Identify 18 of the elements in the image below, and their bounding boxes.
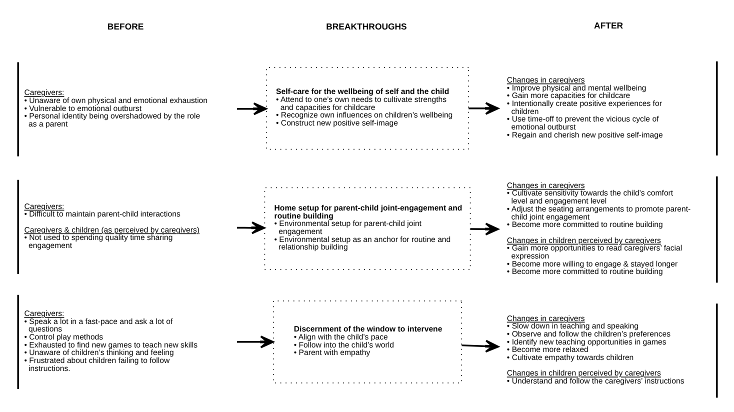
node-box: Self-care for the wellbeing of self and the child • Attend to one’s own needs to cultivate strengths and capacities for childcare • Recognize own influences on children’s wellbeing • Construct new positive self-image	[266, 67, 468, 150]
arrow	[236, 221, 265, 234]
node-box: Home setup for parent-child joint-engagement and routine building • Environmental setup for parent-child joint engagement • Environmental setup as an anchor for routine and relationship building	[264, 187, 470, 270]
node-box: Discernment of the window to intervene • Align with the child’s pace • Follow into the child’s world • Parent with empathy	[272, 300, 462, 384]
node-text: Caregivers: • Speak a lot in a fast-pace and ask a lot of questions • Control play methods • Exhausted to find new games to teach new skills • Unaware of children’s thinking and feeling • Frustrated about children failing to follow instructions.	[24, 308, 198, 373]
arrow	[461, 340, 499, 353]
label: AFTER	[594, 20, 623, 31]
node-text: Changes in caregivers • Cultivate sensitivity towards the child’s comfort level and engagement level • Adjust the seating arrangements to promote parent-child joint engagement • Become more committed to routine building Changes in children perceived by caregivers • Gain more opportunities to read caregivers’ facial expression • Become more willing to engage & stayed longer • Become more committed to routine building	[506, 180, 690, 276]
label: BEFORE	[106, 22, 144, 32]
node-text: Caregivers: • Unaware of own physical and emotional exhaustion • Vulnerable to emotional outburst • Personal identity being overshadowed by the role as a parent	[24, 88, 208, 128]
node-text: Changes in caregivers • Improve physical and mental wellbeing • Gain more capacities for childcare • Intentionally create positive experiences for children • Use time-off to prevent the vicious cycle of emotional outburst • Regain and cherish new positive self-image	[506, 75, 662, 140]
node-text: Caregivers: • Difficult to maintain parent-child interactions Caregivers & children (as perceived by caregivers) • Not used to spending quality time sharing engagement	[24, 202, 200, 250]
label: BREAKTHROUGHS	[326, 22, 406, 32]
node-text: Changes in caregivers • Slow down in teaching and speaking • Observe and follow the children’s preferences • Identify new teaching opportunities in games • Become more relaxed • Cultivate empathy towards children Changes in children perceived by caregivers • Understand and follow the caregivers’ instructions	[506, 314, 684, 386]
arrow	[236, 102, 267, 116]
arrow	[236, 336, 274, 348]
arrow	[468, 102, 498, 115]
arrow	[470, 222, 498, 236]
